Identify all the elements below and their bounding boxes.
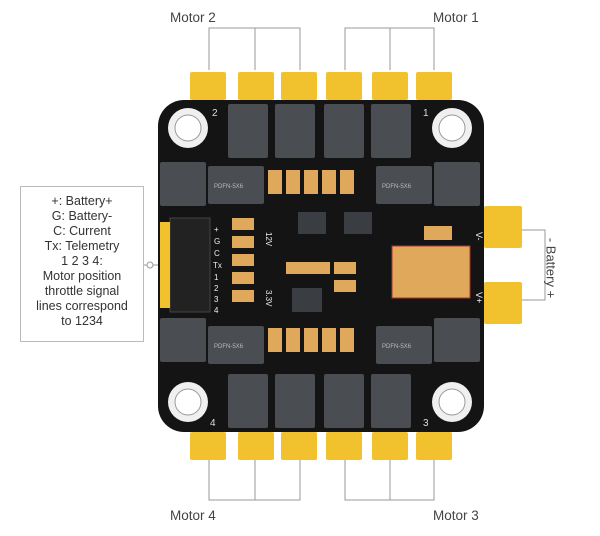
mosfet: [208, 326, 264, 364]
small-ics: [292, 212, 372, 312]
mosfet: [228, 104, 268, 158]
pin-label: Tx: [213, 261, 222, 270]
bottom-motor-pads: [190, 432, 452, 460]
corner-number: 2: [212, 108, 218, 119]
mosfet: [208, 166, 264, 204]
motor-1-label: Motor 1: [433, 10, 479, 25]
legend-line: lines correspond: [36, 299, 128, 313]
pin-legend: +: Battery+ G: Battery- C: Current Tx: T…: [20, 186, 144, 342]
pad: [416, 72, 452, 100]
pad: [326, 72, 362, 100]
pad: [281, 72, 317, 100]
voltage-label-12v: 12V: [264, 232, 273, 247]
side-mosfets: [160, 162, 480, 364]
mosfet-label: PDFN-5X6: [214, 184, 244, 190]
mosfet: [160, 318, 206, 362]
mosfet: [324, 374, 364, 428]
pad: [326, 432, 362, 460]
corner-number: 4: [210, 418, 216, 429]
pin-label: 2: [214, 284, 219, 293]
pin-labels: + G C Tx 1 2 3 4: [213, 225, 222, 315]
mosfet: [324, 104, 364, 158]
mosfet-label: PDFN-5X6: [382, 344, 412, 350]
mosfet: [371, 104, 411, 158]
legend-line: throttle signal: [44, 284, 120, 298]
motor-leader-lines: [143, 27, 546, 501]
pad: [416, 432, 452, 460]
motor-4-label: Motor 4: [170, 508, 216, 523]
mosfet: [376, 326, 432, 364]
legend-line: +: Battery+: [51, 194, 113, 208]
pin-label: G: [214, 237, 220, 246]
pad: [238, 72, 274, 100]
battery-pad-label: V-: [474, 232, 484, 241]
corner-number: 3: [423, 418, 429, 429]
mosfet: [275, 104, 315, 158]
mosfet: [275, 374, 315, 428]
top-mosfets: [228, 104, 411, 158]
legend-line: 1 2 3 4:: [61, 254, 103, 268]
top-motor-pads: [190, 72, 452, 100]
mosfet-labels: PDFN-5X6 PDFN-5X6 PDFN-5X6 PDFN-5X6: [214, 184, 412, 350]
battery-label: - Battery +: [543, 237, 559, 299]
battery-pads: [484, 206, 522, 324]
pin-label: 4: [214, 306, 219, 315]
power-component-outline: [391, 245, 471, 299]
pin-label: 3: [214, 295, 219, 304]
mounting-holes: [168, 108, 472, 422]
motor-3-label: Motor 3: [433, 508, 479, 523]
pin-label: C: [214, 249, 220, 258]
corner-number: 1: [423, 108, 429, 119]
pad: [372, 432, 408, 460]
power-component: [392, 246, 470, 298]
pad: [190, 432, 226, 460]
legend-line: G: Battery-: [51, 209, 113, 223]
battery-pad-pos: [484, 282, 522, 324]
pad: [372, 72, 408, 100]
mosfet: [376, 166, 432, 204]
capacitors: [232, 170, 452, 352]
legend-line: C: Current: [53, 224, 111, 238]
mosfet: [434, 318, 480, 362]
signal-connector: [169, 217, 211, 313]
mosfet: [160, 162, 206, 206]
mosfet-label: PDFN-5X6: [382, 184, 412, 190]
battery-pad-label: V+: [474, 292, 484, 303]
mosfet: [228, 374, 268, 428]
legend-line: to 1234: [61, 314, 103, 328]
legend-line: Tx: Telemetry: [44, 239, 120, 253]
voltage-label-3v3: 3.3V: [264, 290, 273, 307]
pad: [190, 72, 226, 100]
pin-label: +: [214, 225, 219, 234]
mosfet-label: PDFN-5X6: [214, 344, 244, 350]
connector-edge: [160, 222, 170, 308]
corner-numbers: 2 1 3 4: [210, 108, 429, 429]
mosfet: [434, 162, 480, 206]
pad: [281, 432, 317, 460]
mosfet: [371, 374, 411, 428]
pad: [238, 432, 274, 460]
bottom-mosfets: [228, 374, 411, 428]
battery-pad-neg: [484, 206, 522, 248]
pin-label: 1: [214, 273, 219, 282]
motor-2-label: Motor 2: [170, 10, 216, 25]
legend-line: Motor position: [42, 269, 122, 283]
